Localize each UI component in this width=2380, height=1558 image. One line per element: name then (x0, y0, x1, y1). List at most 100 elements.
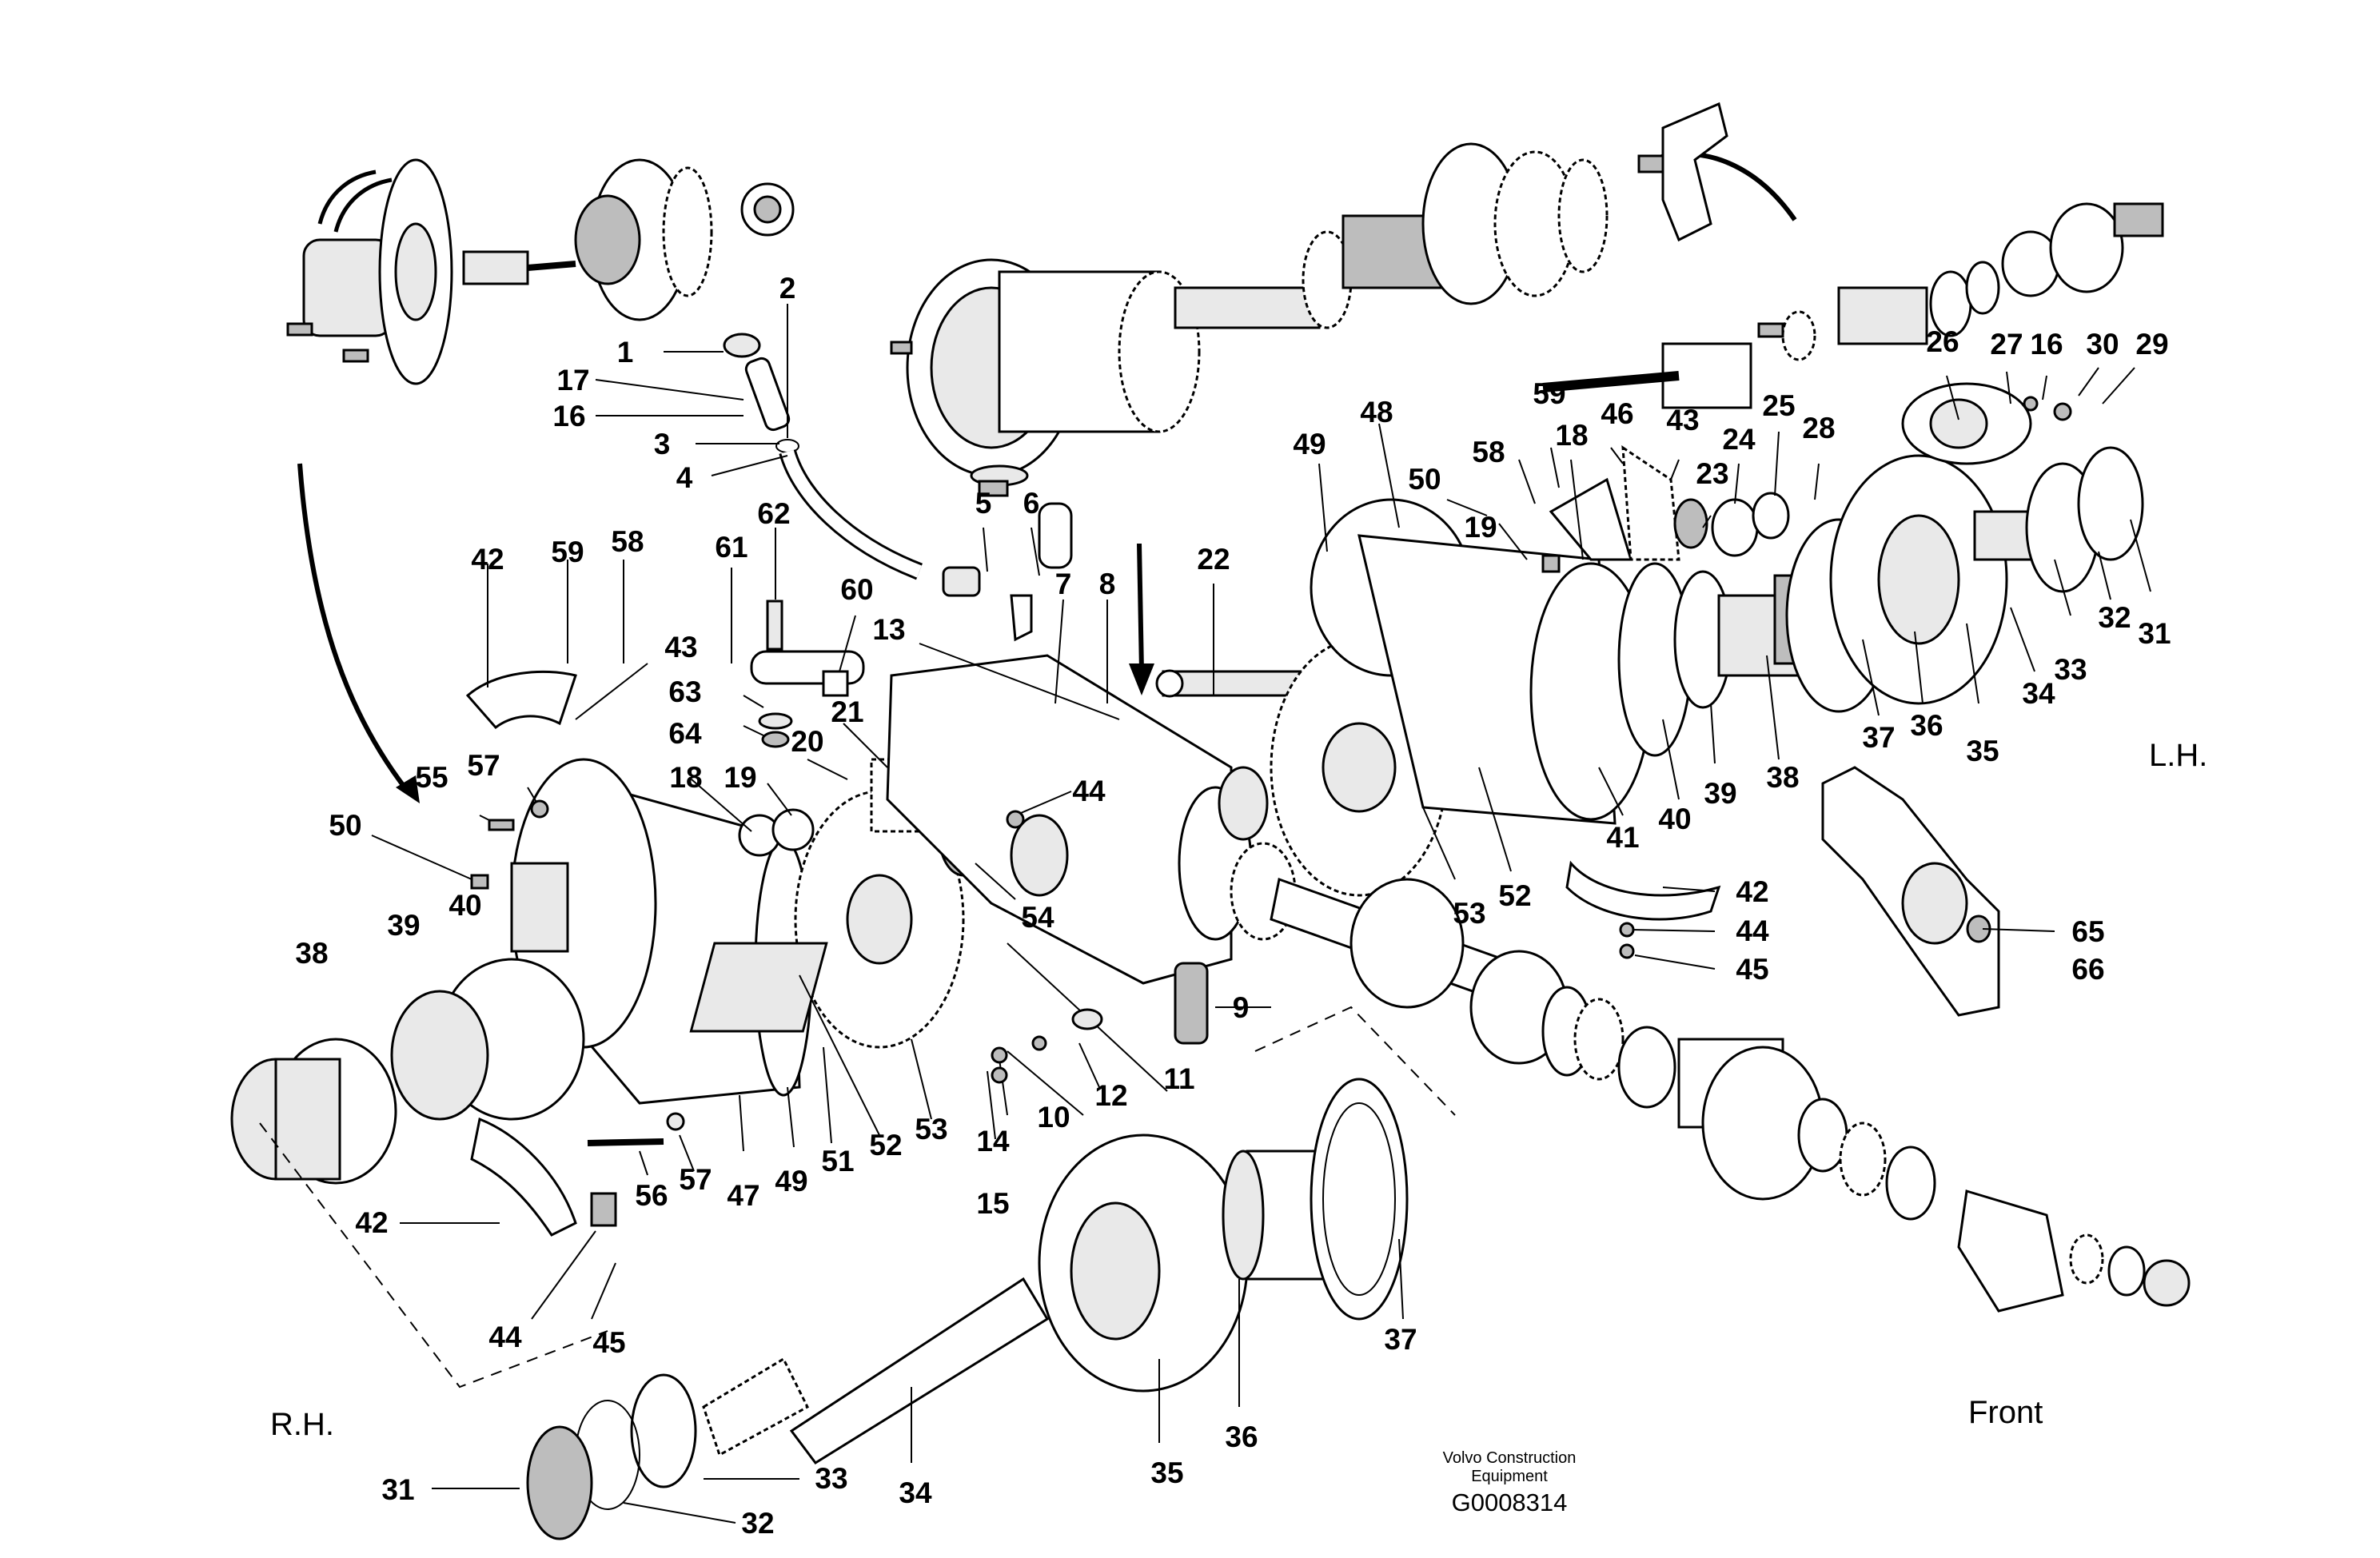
callout-22: 22 (1197, 543, 1230, 576)
callout-33: 33 (2054, 653, 2087, 686)
callout-54: 54 (1021, 901, 1054, 934)
callout-18: 18 (1555, 419, 1588, 452)
callout-31: 31 (2138, 617, 2171, 650)
callout-30: 30 (2086, 328, 2119, 361)
callout-36: 36 (1910, 709, 1943, 742)
callout-58: 58 (611, 525, 644, 558)
callout-46: 46 (1601, 397, 1633, 430)
callout-53: 53 (915, 1113, 947, 1146)
drawing-code: G0008314 (1452, 1488, 1568, 1516)
callout-1: 1 (617, 336, 634, 369)
callout-59: 59 (551, 536, 584, 568)
callout-9: 9 (1233, 991, 1250, 1024)
callout-18: 18 (669, 761, 702, 794)
top-left-hub-assembly (286, 158, 795, 385)
callout-42: 42 (1736, 875, 1768, 908)
callout-24: 24 (1722, 423, 1756, 456)
callout-47: 47 (727, 1179, 759, 1212)
callout-37: 37 (1384, 1323, 1417, 1356)
callout-35: 35 (1150, 1456, 1183, 1489)
callout-33: 33 (815, 1462, 847, 1495)
callout-52: 52 (1498, 879, 1531, 912)
callout-38: 38 (1766, 761, 1799, 794)
callout-23: 23 (1696, 457, 1728, 490)
callout-51: 51 (821, 1145, 854, 1177)
rh-axle-shaft (526, 1078, 1409, 1540)
callout-35: 35 (1966, 735, 1999, 767)
callout-41: 41 (1606, 821, 1639, 854)
callout-14: 14 (976, 1125, 1010, 1158)
label-lh: L.H. (2149, 738, 2207, 773)
callout-3: 3 (654, 428, 671, 460)
callout-2: 2 (779, 272, 796, 305)
callout-63: 63 (668, 675, 701, 708)
callout-58: 58 (1472, 436, 1505, 468)
callout-57: 57 (467, 749, 500, 782)
callout-52: 52 (869, 1129, 902, 1162)
dashed-grouping-frames (259, 1006, 1456, 1389)
callout-4: 4 (676, 461, 693, 494)
callout-38: 38 (295, 937, 328, 970)
callout-66: 66 (2071, 953, 2104, 986)
callout-36: 36 (1225, 1421, 1258, 1453)
callout-20: 20 (791, 725, 823, 758)
callout-49: 49 (775, 1165, 807, 1197)
callout-10: 10 (1037, 1101, 1070, 1134)
callout-34: 34 (899, 1476, 932, 1509)
callout-45: 45 (1736, 953, 1768, 986)
callout-5: 5 (975, 487, 992, 520)
callout-19: 19 (724, 761, 756, 794)
callout-32: 32 (741, 1507, 774, 1540)
callout-28: 28 (1802, 412, 1835, 444)
callout-40: 40 (448, 889, 481, 922)
callout-60: 60 (840, 573, 873, 606)
callout-50: 50 (329, 809, 361, 842)
callout-50: 50 (1408, 463, 1441, 496)
callout-37: 37 (1862, 721, 1895, 754)
callout-labels: 1 2 17 16 3 4 5 6 62 61 60 7 8 13 22 42 … (295, 272, 2171, 1540)
callout-16: 16 (2030, 328, 2063, 361)
callout-43: 43 (1666, 404, 1699, 436)
callout-42: 42 (355, 1206, 388, 1239)
callout-12: 12 (1094, 1079, 1127, 1112)
credit-line-2: Equipment (1471, 1468, 1548, 1485)
credit-block: Volvo Construction Equipment G0008314 (1443, 1449, 1577, 1516)
callout-27: 27 (1990, 328, 2023, 361)
callout-45: 45 (592, 1326, 625, 1359)
callout-32: 32 (2098, 601, 2131, 634)
callout-62: 62 (757, 497, 790, 530)
callout-42: 42 (471, 543, 504, 576)
mounting-bracket (1821, 766, 2000, 1017)
callout-25: 25 (1762, 389, 1795, 422)
callout-7: 7 (1055, 568, 1072, 600)
label-front: Front (1968, 1395, 2043, 1430)
callout-13: 13 (872, 613, 905, 646)
lh-pinion-assembly (1542, 202, 2164, 409)
callout-44: 44 (1736, 914, 1769, 947)
callout-40: 40 (1658, 803, 1691, 835)
callout-29: 29 (2135, 328, 2168, 361)
callout-64: 64 (668, 717, 702, 750)
leader-lines (371, 304, 2151, 1524)
orientation-labels: R.H. L.H. Front (270, 738, 2207, 1442)
callout-57: 57 (679, 1163, 712, 1196)
callout-16: 16 (552, 400, 585, 432)
callout-44: 44 (488, 1321, 522, 1353)
callout-15: 15 (976, 1187, 1009, 1220)
callout-61: 61 (715, 531, 747, 564)
callout-43: 43 (664, 631, 697, 663)
breather-pipe-group (723, 333, 1073, 748)
small-fasteners (470, 799, 1635, 1084)
callout-56: 56 (635, 1179, 668, 1212)
callout-11: 11 (1163, 1062, 1194, 1095)
callout-8: 8 (1099, 568, 1116, 600)
center-gear-case (689, 638, 1489, 1049)
callout-17: 17 (556, 364, 589, 396)
differential-assembly (890, 102, 1728, 487)
callout-55: 55 (415, 761, 448, 794)
callout-34: 34 (2022, 677, 2055, 710)
callout-48: 48 (1360, 396, 1393, 428)
callout-19: 19 (1464, 511, 1497, 544)
credit-line-1: Volvo Construction (1443, 1449, 1577, 1467)
